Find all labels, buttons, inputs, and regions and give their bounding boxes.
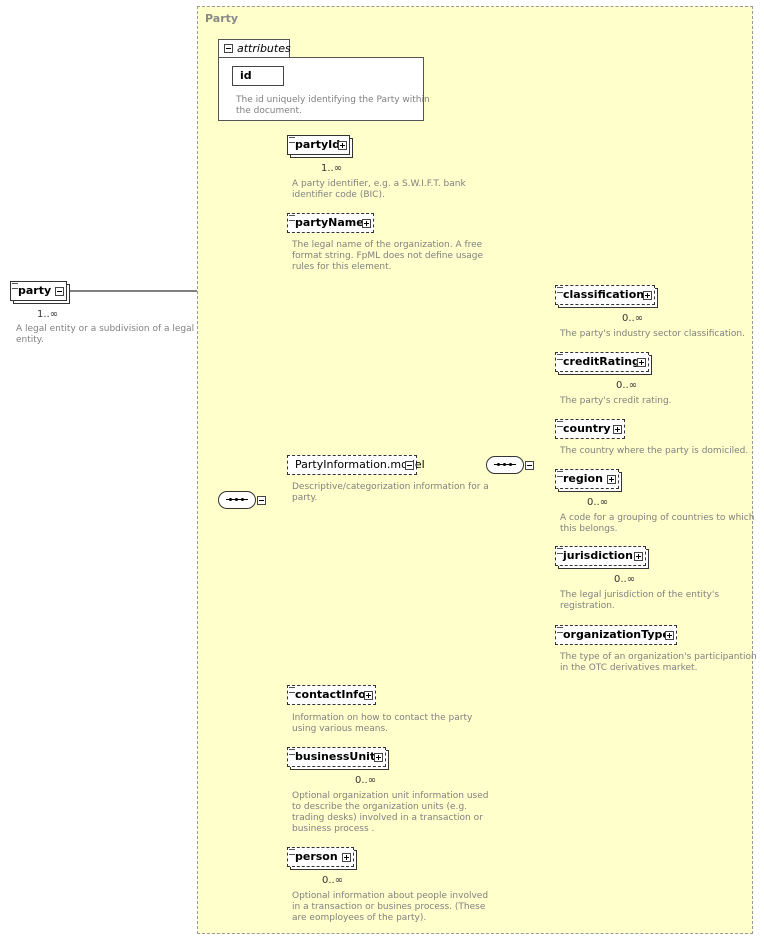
element-country[interactable]: country: [555, 419, 625, 439]
business-unit-doc: Optional organization unit information u…: [292, 791, 489, 834]
element-icon: [557, 421, 563, 427]
element-classification-label: classification: [563, 288, 645, 301]
element-icon: [289, 687, 295, 693]
type-title: Party: [205, 12, 239, 25]
element-party-label: party: [18, 284, 52, 297]
attributes-header: attributes: [218, 39, 291, 57]
person-doc: Optional information about people involv…: [292, 891, 489, 923]
element-credit-rating[interactable]: creditRating: [555, 352, 649, 372]
sequence-icon: [494, 463, 516, 467]
expand-icon[interactable]: [643, 291, 652, 300]
element-icon: [289, 215, 295, 221]
party-doc: A legal entity or a subdivision of a leg…: [16, 324, 195, 345]
element-person-label: person: [295, 850, 338, 863]
expand-icon[interactable]: [364, 691, 373, 700]
collapse-icon[interactable]: [405, 461, 414, 470]
classification-cardinality: 0..∞: [622, 313, 644, 324]
element-icon: [289, 137, 295, 143]
party-id-cardinality: 1..∞: [321, 163, 343, 174]
element-icon: [557, 354, 563, 360]
expand-icon[interactable]: [342, 853, 351, 862]
expand-icon[interactable]: [607, 475, 616, 484]
element-business-unit-label: businessUnit: [295, 750, 376, 763]
element-icon: [12, 283, 18, 289]
element-business-unit[interactable]: businessUnit: [287, 747, 386, 767]
party-id-doc: A party identifier, e.g. a S.W.I.F.T. ba…: [292, 179, 466, 200]
party-name-doc: The legal name of the organization. A fr…: [292, 240, 484, 272]
collapse-icon[interactable]: [525, 461, 534, 470]
element-person[interactable]: person: [287, 847, 354, 867]
element-organization-type[interactable]: organizationType: [555, 625, 677, 645]
element-icon: [289, 749, 295, 755]
model-sequence-compositor[interactable]: [486, 456, 534, 474]
element-jurisdiction[interactable]: jurisdiction: [555, 546, 646, 566]
credit-rating-cardinality: 0..∞: [616, 380, 638, 391]
expand-icon[interactable]: [613, 425, 622, 434]
party-information-doc: Descriptive/categorization information f…: [292, 482, 489, 503]
element-party-name[interactable]: partyName: [287, 213, 374, 233]
attribute-id[interactable]: id: [232, 66, 284, 86]
collapse-icon[interactable]: [55, 287, 64, 296]
element-party-id[interactable]: partyId: [287, 135, 350, 155]
element-classification[interactable]: classification: [555, 285, 655, 305]
jurisdiction-cardinality: 0..∞: [614, 574, 636, 585]
element-icon: [557, 548, 563, 554]
expand-icon[interactable]: [637, 358, 646, 367]
element-region-label: region: [563, 472, 603, 485]
credit-rating-doc: The party's credit rating.: [560, 396, 672, 406]
element-icon: [557, 287, 563, 293]
expand-icon[interactable]: [362, 219, 371, 228]
region-cardinality: 0..∞: [587, 497, 609, 508]
country-doc: The country where the party is domiciled…: [560, 446, 749, 456]
element-credit-rating-label: creditRating: [563, 355, 640, 368]
element-icon: [557, 471, 563, 477]
organization-type-doc: The type of an organization's participan…: [560, 652, 757, 673]
person-cardinality: 0..∞: [322, 875, 344, 886]
element-country-label: country: [563, 422, 611, 435]
element-contact-info[interactable]: contactInfo: [287, 685, 376, 705]
classification-doc: The party's industry sector classificati…: [560, 329, 745, 339]
group-party-information-label: PartyInformation.model: [295, 458, 425, 471]
region-doc: A code for a grouping of countries to wh…: [560, 513, 755, 534]
party-cardinality: 1..∞: [37, 309, 59, 320]
expand-icon[interactable]: [665, 631, 674, 640]
expand-icon[interactable]: [338, 141, 347, 150]
sequence-compositor[interactable]: [218, 491, 266, 509]
sequence-icon: [226, 498, 248, 502]
element-icon: [557, 627, 563, 633]
element-party-name-label: partyName: [295, 216, 364, 229]
element-region[interactable]: region: [555, 469, 619, 489]
element-contact-info-label: contactInfo: [295, 688, 366, 701]
element-party-id-label: partyId: [295, 138, 341, 151]
element-party[interactable]: party: [10, 281, 67, 301]
collapse-icon[interactable]: [224, 44, 233, 53]
attributes-label: attributes: [237, 42, 291, 55]
expand-icon[interactable]: [374, 753, 383, 762]
element-organization-type-label: organizationType: [563, 628, 670, 641]
element-jurisdiction-label: jurisdiction: [563, 549, 633, 562]
group-party-information-model[interactable]: PartyInformation.model: [287, 455, 425, 475]
collapse-icon[interactable]: [257, 496, 266, 505]
attribute-id-doc: The id uniquely identifying the Party wi…: [236, 95, 430, 116]
business-unit-cardinality: 0..∞: [355, 775, 377, 786]
expand-icon[interactable]: [634, 552, 643, 561]
element-icon: [289, 849, 295, 855]
